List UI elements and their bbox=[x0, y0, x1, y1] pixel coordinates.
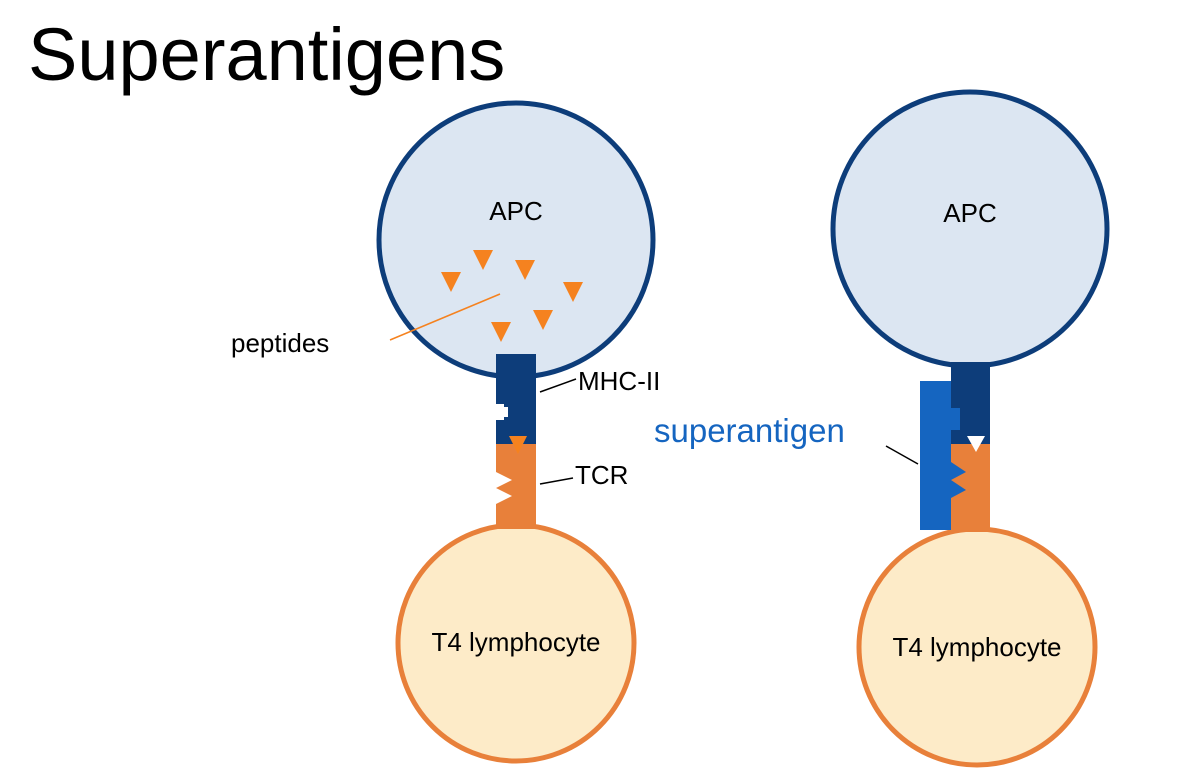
tcr-label: TCR bbox=[575, 460, 628, 490]
left-tcr bbox=[496, 444, 536, 529]
right-panel: APC T4 lymphocyte superantigen bbox=[654, 89, 1110, 768]
left-tcr-zigzag bbox=[496, 472, 512, 504]
mhc-ii-leader-line bbox=[539, 378, 577, 393]
superantigen-tcr-binding-zigzag bbox=[951, 462, 966, 498]
superantigen-mhc-binding-knob bbox=[951, 408, 960, 430]
right-apc-label: APC bbox=[943, 198, 996, 228]
left-presented-peptide bbox=[509, 436, 527, 454]
right-apc-cell bbox=[830, 89, 1110, 369]
left-panel: APC peptides T4 lymphocyte MHC-II bbox=[231, 100, 660, 764]
peptide-5 bbox=[533, 310, 553, 330]
right-lymphocyte-label: T4 lymphocyte bbox=[892, 632, 1061, 662]
left-apc-cell bbox=[376, 100, 656, 380]
peptide-1 bbox=[473, 250, 493, 270]
superantigen-leader-line bbox=[885, 445, 919, 465]
peptides-leader-line bbox=[389, 293, 501, 341]
left-apc-label: APC bbox=[489, 196, 542, 226]
peptides-label: peptides bbox=[231, 328, 329, 358]
superantigen-label: superantigen bbox=[654, 412, 845, 449]
left-mhc-ii bbox=[496, 354, 536, 444]
superantigen-molecule bbox=[920, 381, 951, 530]
peptide-4 bbox=[563, 282, 583, 302]
left-lymphocyte-label: T4 lymphocyte bbox=[431, 627, 600, 657]
left-mhc-notch-1 bbox=[496, 404, 504, 420]
peptide-6 bbox=[491, 322, 511, 342]
mhc-ii-label: MHC-II bbox=[578, 366, 660, 396]
right-mhc-ii bbox=[951, 362, 990, 444]
peptide-2 bbox=[441, 272, 461, 292]
peptides bbox=[441, 250, 583, 342]
right-presented-peptide bbox=[967, 436, 985, 452]
peptide-3 bbox=[515, 260, 535, 280]
tcr-leader-line bbox=[539, 477, 574, 485]
page-title: Superantigens bbox=[28, 13, 506, 96]
left-mhc-notch-2 bbox=[504, 407, 508, 417]
